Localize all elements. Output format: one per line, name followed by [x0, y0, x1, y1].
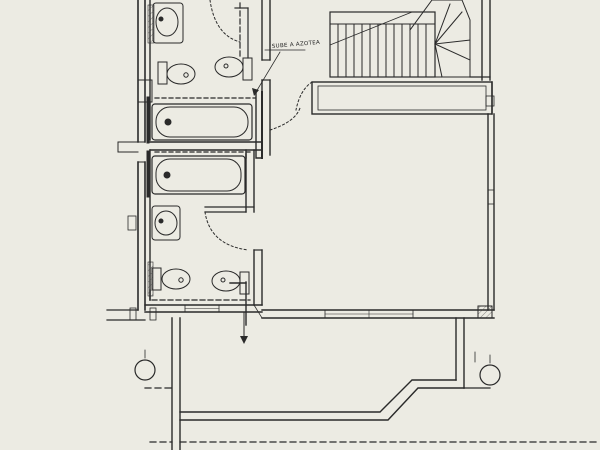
water-heater: [137, 79, 153, 103]
door-swings: [204, 0, 313, 251]
roof-access-label: SUBE A AZOTEA: [272, 40, 321, 50]
roof-access-arrow: [252, 49, 306, 96]
staircase: [329, 0, 491, 81]
bathtub-top: [146, 96, 253, 144]
downpipe-arrow: [240, 311, 248, 344]
bidet-top: [214, 56, 253, 81]
bathtub-lower: [146, 150, 246, 198]
columns: [127, 95, 501, 386]
washbasin-top: [147, 2, 184, 44]
washbasin-lower: [151, 205, 181, 241]
plumbing-lines: [149, 91, 263, 326]
main-room-walls: [253, 113, 495, 319]
exterior-walls-left: [106, 0, 146, 321]
terrace: [144, 317, 600, 450]
toilet-top: [157, 61, 196, 85]
toilet-lower: [147, 261, 191, 297]
landing-beam: [311, 81, 493, 115]
bidet-lower: [211, 270, 250, 295]
